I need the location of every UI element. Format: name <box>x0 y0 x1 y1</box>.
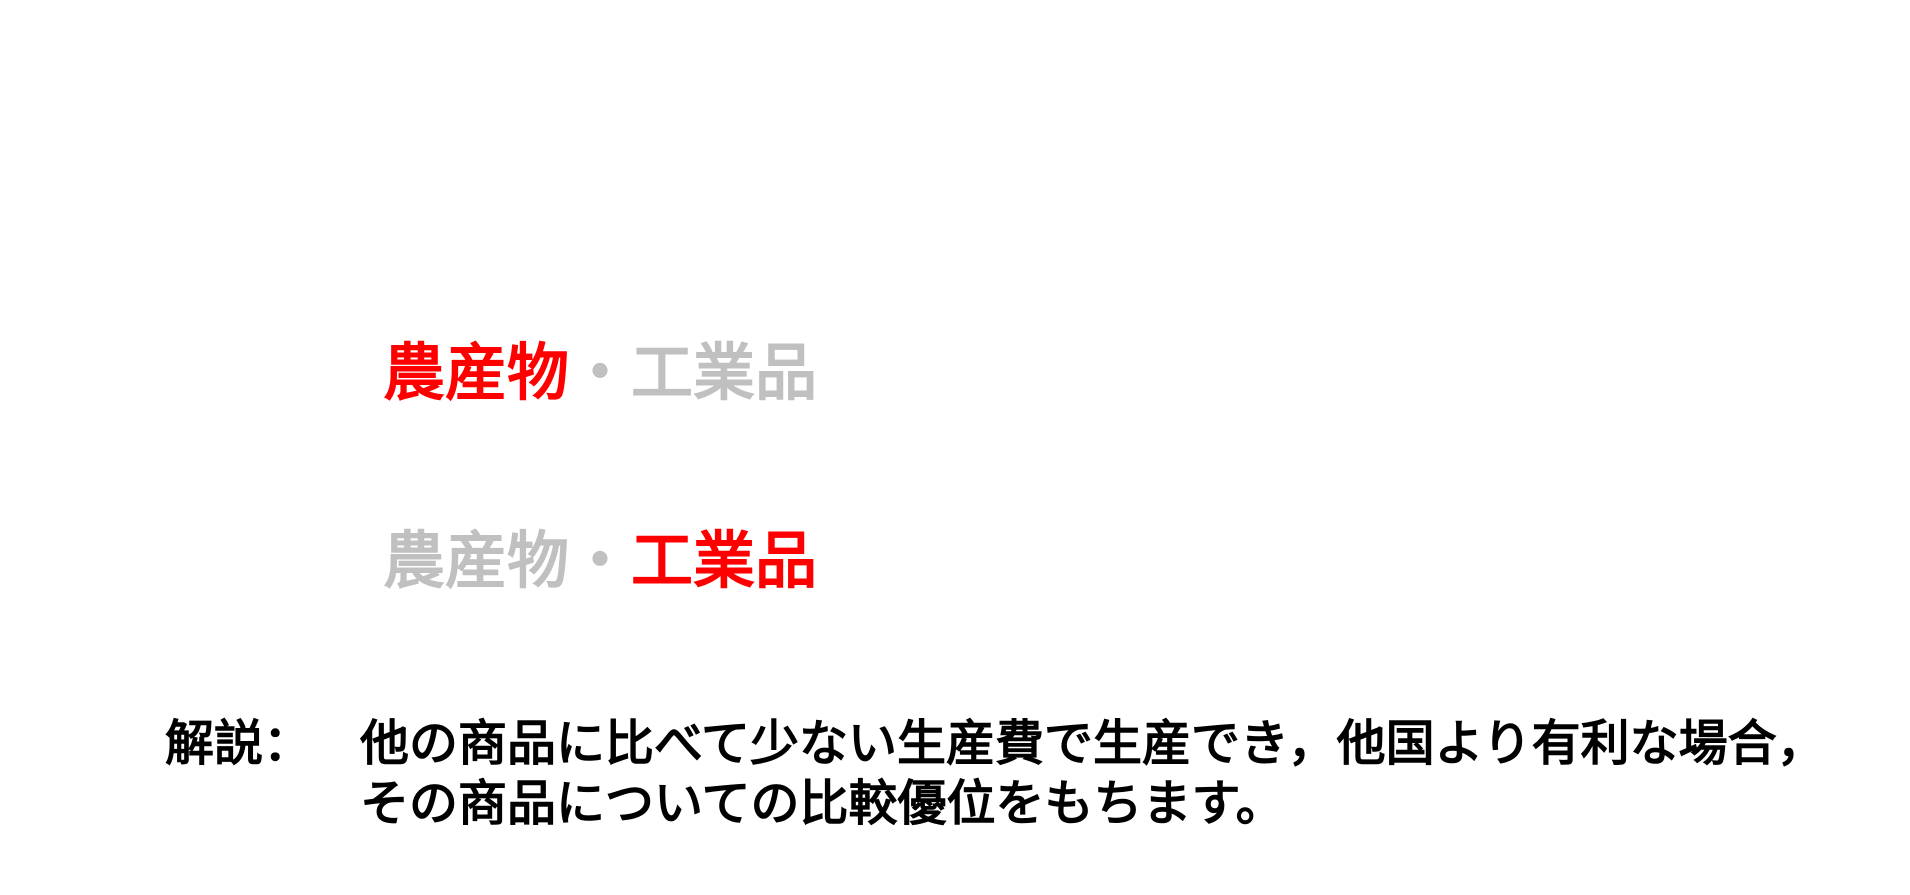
choice-row-agriculture: 農産物・工業品 <box>383 342 817 404</box>
choice-separator: ・ <box>569 524 632 597</box>
choice-industrial-dimmed: 工業品 <box>631 336 818 409</box>
choice-separator: ・ <box>569 336 632 409</box>
explanation-line-1: 他の商品に比べて少ない生産費で生産でき，他国より有利な場合， <box>360 715 1826 772</box>
explanation-text: 他の商品に比べて少ない生産費で生産でき，他国より有利な場合， その商品についての… <box>360 714 1860 834</box>
choice-agriculture-dimmed: 農産物 <box>383 524 570 597</box>
explanation-label: 解説： <box>165 715 313 772</box>
choice-row-industrial: 農産物・工業品 <box>383 530 817 592</box>
choice-industrial-highlighted: 工業品 <box>631 524 818 597</box>
choice-agriculture-highlighted: 農産物 <box>383 336 570 409</box>
explanation-line-2: その商品についての比較優位をもちます。 <box>360 775 1285 832</box>
